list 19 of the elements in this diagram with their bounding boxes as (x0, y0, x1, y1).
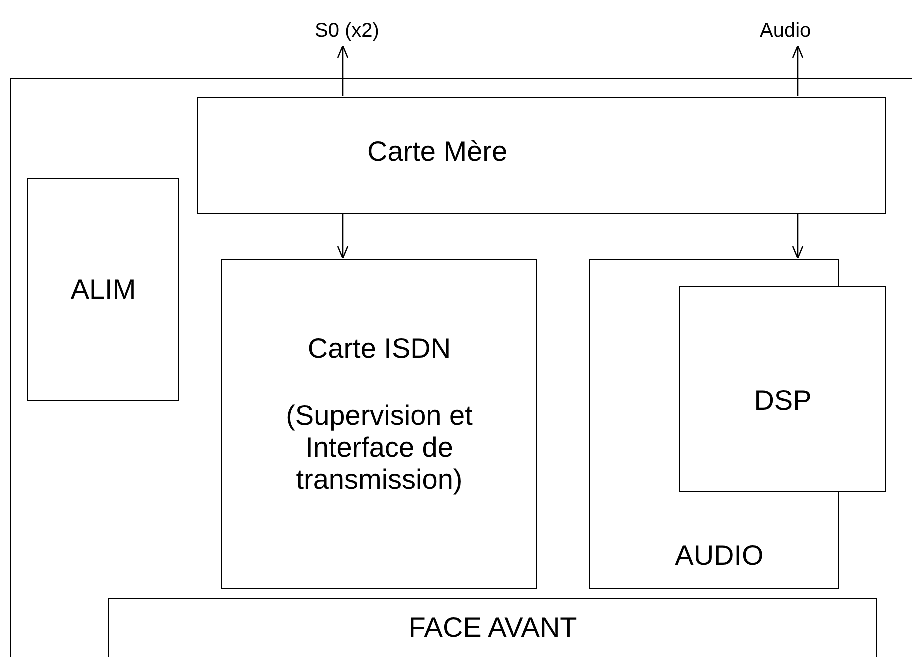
arrow (337, 214, 349, 260)
chip-box (678, 286, 886, 492)
panel-box (108, 598, 876, 656)
signal-label: S0 (x2) (315, 20, 380, 43)
box-title: DSP (753, 384, 813, 417)
box-title: Carte Mère (368, 136, 508, 168)
box-title: Carte ISDN (306, 332, 452, 365)
arrow (792, 45, 804, 96)
box-title: ALIM (70, 274, 138, 306)
arrow (337, 45, 349, 96)
arrow (792, 214, 804, 260)
board-box (196, 96, 886, 214)
board-box (220, 258, 536, 588)
enclosure-box (10, 78, 912, 657)
signal-label: Audio (760, 20, 812, 43)
box-title: AUDIO (674, 540, 765, 572)
module-box (26, 178, 178, 400)
box-description: (Supervision et Interface de transmission) (285, 400, 474, 496)
box-title: FACE AVANT (408, 612, 578, 644)
